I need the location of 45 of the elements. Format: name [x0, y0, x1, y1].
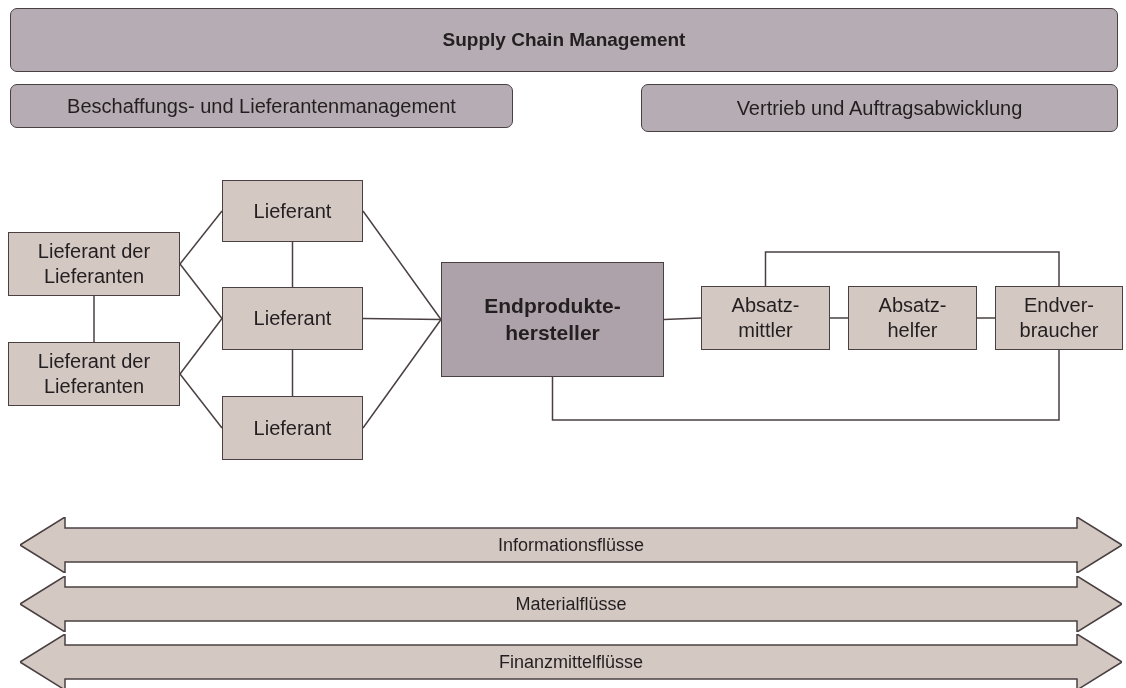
process-box — [222, 287, 363, 350]
node-label: Lieferant der Lieferanten — [36, 239, 152, 289]
double-arrow-band — [20, 576, 1122, 632]
connector-line — [976, 317, 996, 319]
connector-line — [764, 251, 1060, 287]
connector-line — [829, 317, 849, 319]
process-box — [995, 286, 1123, 350]
process-box — [8, 342, 180, 406]
connector-line — [179, 210, 223, 265]
node-label: Materialflüsse — [515, 592, 627, 616]
double-arrow-band — [20, 634, 1122, 688]
connector-line — [663, 317, 702, 321]
process-box — [222, 396, 363, 460]
process-box — [222, 180, 363, 242]
connector-line — [291, 349, 294, 397]
connector-line — [291, 241, 294, 288]
section-band — [641, 84, 1118, 132]
node-label: Finanzmittelflüsse — [498, 650, 644, 674]
node-label: Lieferant — [253, 306, 332, 331]
node-label: Informationsflüsse — [497, 533, 645, 557]
node-label: Absatz-mittler — [730, 293, 801, 343]
node-label: Beschaffungs- und Lieferantenmanagement — [67, 93, 456, 119]
connector-line — [179, 317, 223, 375]
connector-line — [362, 317, 442, 321]
section-band — [10, 84, 513, 128]
connector-line — [179, 373, 223, 429]
node-label: Absatz-helfer — [877, 293, 948, 343]
process-box — [701, 286, 830, 350]
main-process-box — [441, 262, 664, 377]
node-label: Vertrieb und Auftragsabwicklung — [736, 95, 1023, 121]
node-label: Endver-braucher — [1018, 293, 1100, 343]
connector-line — [179, 263, 223, 320]
connector-line — [362, 210, 442, 321]
double-arrow-band — [20, 517, 1122, 573]
node-label: Supply Chain Management — [442, 28, 686, 52]
process-box — [848, 286, 977, 350]
node-label: Endprodukte-hersteller — [483, 293, 622, 346]
node-label: Lieferant der Lieferanten — [36, 349, 152, 399]
connector-line — [362, 318, 442, 429]
node-label: Lieferant — [253, 415, 332, 441]
process-box — [8, 232, 180, 296]
node-label: Lieferant — [253, 198, 332, 224]
connector-line — [93, 295, 95, 343]
title-band — [10, 8, 1118, 72]
connector-line — [551, 349, 1060, 421]
